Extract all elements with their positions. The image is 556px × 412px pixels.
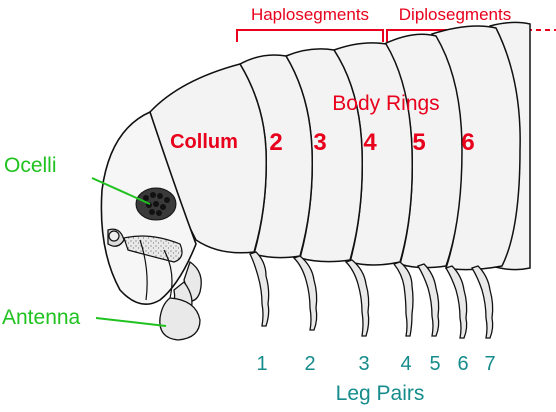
- leg-1: [250, 252, 269, 326]
- ring-number-3: 3: [313, 129, 326, 156]
- leg-pairs-label: Leg Pairs: [336, 382, 425, 405]
- leg-number-1: 1: [256, 353, 267, 375]
- body-rings-label: Body Rings: [332, 92, 439, 115]
- antenna-leader-line: [96, 318, 166, 326]
- leg-number-4: 4: [400, 353, 411, 375]
- leg-6: [446, 266, 467, 338]
- leg-3: [346, 260, 369, 336]
- ring-number-5: 5: [412, 129, 425, 156]
- haplosegments-bracket: [237, 30, 383, 42]
- haplosegments-label: Haplosegments: [251, 5, 369, 24]
- leg-number-5: 5: [429, 353, 440, 375]
- antenna-label: Antenna: [2, 306, 81, 329]
- leg-number-6: 6: [457, 353, 468, 375]
- collum-label: Collum: [170, 131, 238, 153]
- ring-number-6: 6: [461, 129, 474, 156]
- leg-2: [294, 256, 317, 330]
- diplosegments-label: Diplosegments: [399, 5, 511, 24]
- ocelli-label: Ocelli: [4, 154, 57, 177]
- ocelli-cluster: [136, 188, 176, 220]
- leg-number-7: 7: [484, 353, 495, 375]
- leg-number-2: 2: [304, 353, 315, 375]
- ring-number-4: 4: [363, 129, 377, 156]
- leg-number-3: 3: [358, 353, 369, 375]
- leg-7: [472, 266, 493, 338]
- leg-4: [394, 262, 413, 336]
- leg-5: [418, 264, 439, 336]
- ring-number-2: 2: [269, 129, 282, 156]
